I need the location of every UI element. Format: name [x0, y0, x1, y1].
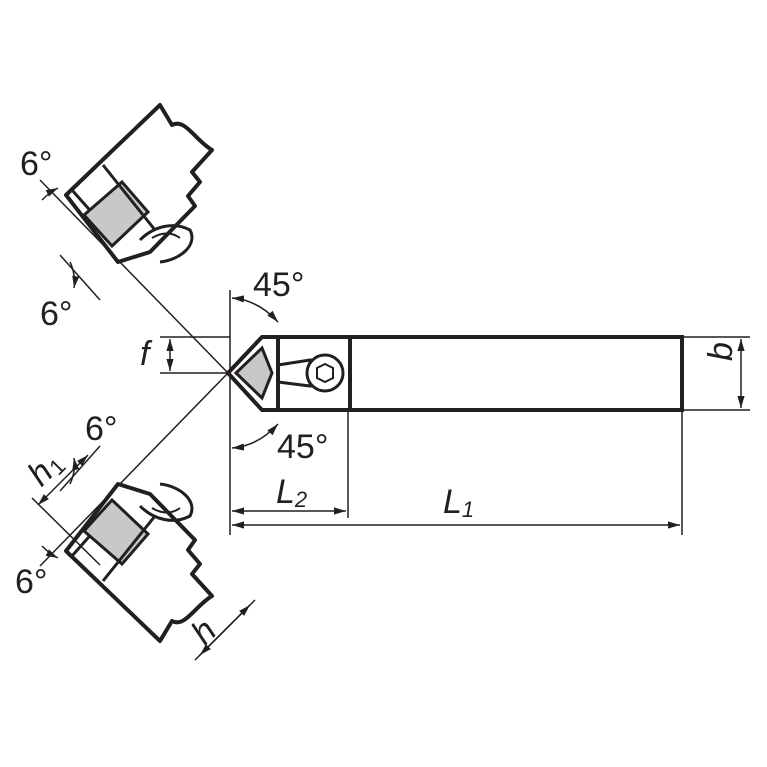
45-arc-top — [231, 295, 279, 323]
angle-label: 6° — [85, 410, 118, 448]
angle-45-label: 45° — [253, 266, 304, 304]
h1-dimension — [37, 454, 89, 506]
45-arc-bottom — [231, 423, 279, 451]
angle-label: 6° — [20, 145, 53, 183]
angle-45-label: 45° — [277, 428, 328, 466]
angle-label: 6° — [15, 563, 48, 601]
h-label: h — [184, 612, 224, 652]
angle-label: 6° — [40, 295, 73, 333]
tool-shank — [226, 335, 684, 412]
f-label: f — [140, 335, 153, 373]
clamp-screw-icon — [305, 353, 345, 393]
h-dimension — [199, 604, 251, 656]
upper-tool-head-view — [64, 103, 214, 264]
L1-label: L1 — [443, 483, 474, 522]
L2-label: L2 — [276, 473, 307, 512]
b-label: b — [702, 342, 740, 361]
